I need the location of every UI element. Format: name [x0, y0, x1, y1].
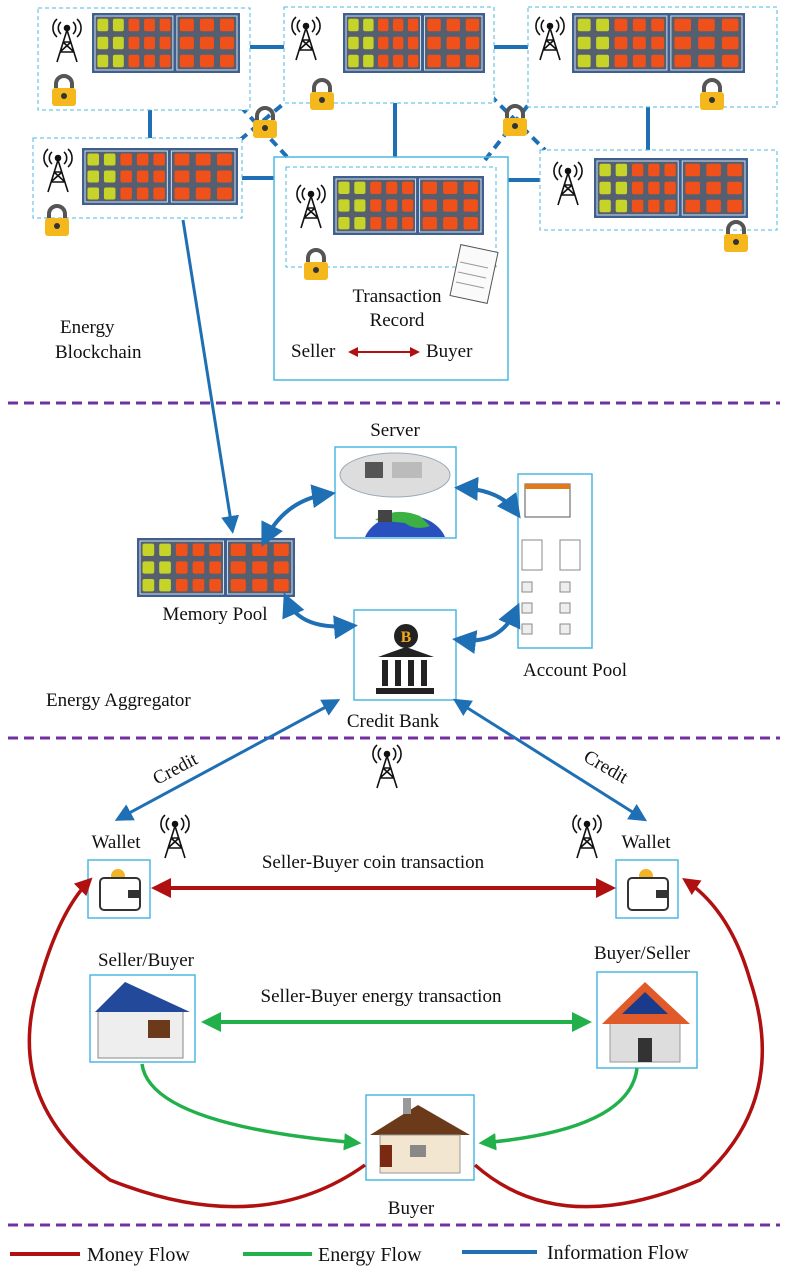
lock-icon	[52, 74, 76, 106]
block-icon	[137, 538, 295, 597]
blockchain-node	[283, 6, 495, 110]
blockchain-node	[539, 149, 778, 252]
energy-blockchain-label: Energy	[60, 317, 115, 338]
credit-label-left: Credit	[150, 748, 202, 789]
blockchain-node	[527, 6, 778, 110]
solar-house-right	[596, 971, 698, 1069]
lock-icon	[45, 204, 69, 236]
antenna-tower-icon	[572, 814, 602, 859]
lock-icon	[310, 78, 334, 110]
block-icon	[82, 148, 238, 205]
credit-arrows	[114, 698, 648, 822]
lock-icon	[724, 220, 748, 252]
flow-curves	[27, 877, 765, 1209]
wallet-icon-left	[87, 859, 151, 919]
transaction-record-label: Transaction	[352, 286, 442, 307]
aggregator-info-arrows	[261, 476, 521, 654]
energy-aggregator-label: Energy Aggregator	[46, 690, 191, 711]
antenna-tower-icon	[553, 161, 583, 206]
buyer-seller-label: Buyer/Seller	[594, 943, 691, 964]
seller-label: Seller	[291, 341, 336, 362]
info-arrow-to-memory-pool	[181, 219, 240, 534]
memory-pool-label: Memory Pool	[162, 604, 267, 625]
memory-pool-block	[137, 538, 295, 597]
block-icon	[92, 13, 240, 73]
antenna-tower-icon	[43, 148, 73, 193]
antenna-tower-icon	[535, 16, 565, 61]
antenna-tower-icon	[296, 184, 326, 229]
wallet-label-right: Wallet	[621, 832, 671, 853]
wallet-icon-right	[615, 859, 679, 919]
antenna-tower-icon	[52, 18, 82, 63]
antenna-tower-icon	[160, 814, 190, 859]
svg-text:B: B	[401, 629, 412, 646]
block-icon	[572, 13, 745, 73]
credit-bank-label: Credit Bank	[347, 711, 440, 732]
antenna-tower-icon	[372, 744, 402, 789]
wallet-label-left: Wallet	[91, 832, 141, 853]
lock-icon	[503, 104, 527, 136]
block-icon	[333, 176, 484, 235]
blockchain-node	[37, 7, 251, 111]
account-pool-label: Account Pool	[523, 660, 627, 681]
legend-money-flow: Money Flow	[87, 1244, 190, 1266]
server-label: Server	[370, 420, 420, 441]
buyer-label: Buyer	[426, 341, 473, 362]
antenna-tower-icon	[291, 16, 321, 61]
buyer-house-icon	[365, 1094, 475, 1181]
legend-information-flow: Information Flow	[547, 1242, 689, 1264]
credit-bank-icon: B	[353, 609, 457, 701]
coin-transaction-label: Seller-Buyer coin transaction	[262, 852, 485, 873]
server-image	[334, 446, 457, 539]
seller-buyer-label: Seller/Buyer	[98, 950, 195, 971]
blockchain-nodes	[32, 6, 778, 280]
lock-icon	[700, 78, 724, 110]
blockchain-node	[32, 137, 243, 236]
notepad-icon	[449, 244, 499, 304]
legend-energy-flow: Energy Flow	[318, 1244, 422, 1266]
blockchain-node	[285, 166, 497, 280]
energy-transaction-label: Seller-Buyer energy transaction	[261, 986, 502, 1007]
block-icon	[343, 13, 485, 73]
transaction-node-box	[273, 156, 509, 381]
transaction-record-label-2: Record	[370, 310, 425, 331]
buyer-house-label: Buyer	[388, 1198, 435, 1219]
legend: Money Flow Energy Flow Information Flow	[10, 1242, 689, 1266]
solar-house-left	[89, 974, 196, 1063]
energy-blockchain-label-2: Blockchain	[55, 342, 142, 363]
account-pool-image	[517, 473, 593, 649]
block-icon	[594, 158, 748, 218]
lock-icon	[253, 106, 277, 138]
lock-icon	[304, 248, 328, 280]
